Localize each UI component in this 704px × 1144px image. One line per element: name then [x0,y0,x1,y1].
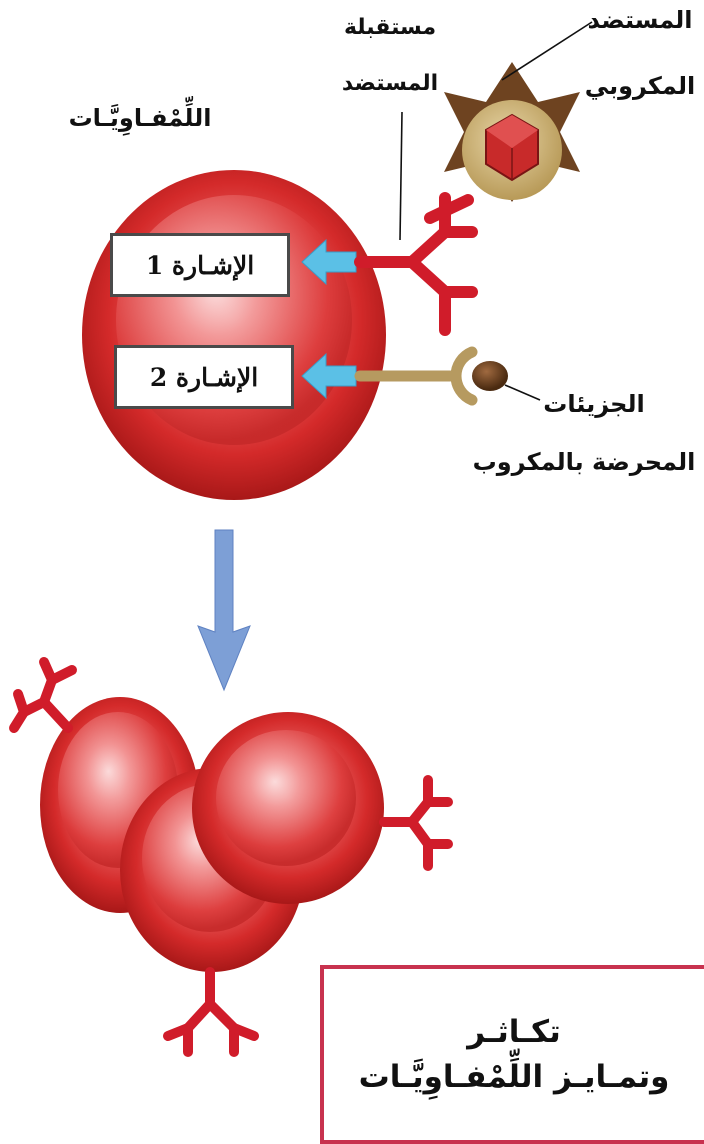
antigen-label-line2: المكروبي [585,72,695,100]
clone-receptor-bottom [168,972,254,1052]
signal2-box: الإشـارة 2 [114,345,294,409]
clone-receptor-right [384,780,448,866]
signal1-box: الإشـارة 1 [110,233,290,297]
lymphocyte-clone-right [192,712,384,904]
molecules-label-line1: الجزيئات [543,390,644,418]
clone-receptor-topleft [14,662,72,728]
lymphocytes-label: اللِّمْفـاوِيَّـات [69,96,212,137]
signal2-label: الإشـارة 2 [150,363,258,392]
microbe-molecule-bead [472,361,508,391]
result-line2: وتمـايـز اللِّمْفـاوِيَّـات [359,1055,670,1100]
microbial-antigen [444,62,580,202]
antigen-label-line1: المستضد [587,6,692,34]
receptor-label-line1: مستقبلة [344,15,436,40]
result-line1: تكـاثـر [467,1010,560,1055]
receptor-label-line2: المستضد [342,71,438,96]
result-box: تكـاثـر وتمـايـز اللِّمْفـاوِيَّـات [320,965,704,1144]
signal1-label: الإشـارة 1 [146,251,254,280]
proliferation-arrow [198,530,250,690]
main-lymphocyte [82,170,386,500]
molecules-label-line2: المحرضة بالمكروب [473,448,696,476]
